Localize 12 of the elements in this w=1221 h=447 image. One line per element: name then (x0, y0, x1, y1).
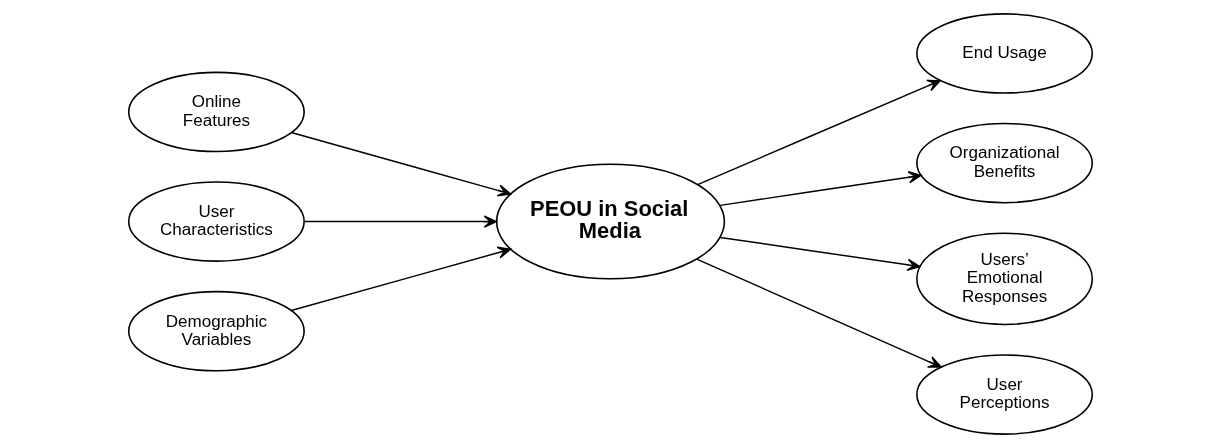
arrow (695, 257, 942, 368)
arrow (696, 79, 941, 185)
arrow (290, 246, 512, 311)
arrow (290, 131, 512, 197)
node-ellipse: Organizational Benefits (916, 122, 1094, 203)
arrow (719, 170, 922, 206)
arrow (719, 236, 921, 271)
node-ellipse: Demographic Variables (127, 290, 305, 372)
node-ellipse: Online Features (127, 71, 305, 152)
node-ellipse: Users’ Emotional Responses (916, 231, 1094, 325)
node-ellipse: User Characteristics (127, 180, 305, 262)
arrow (303, 214, 498, 228)
